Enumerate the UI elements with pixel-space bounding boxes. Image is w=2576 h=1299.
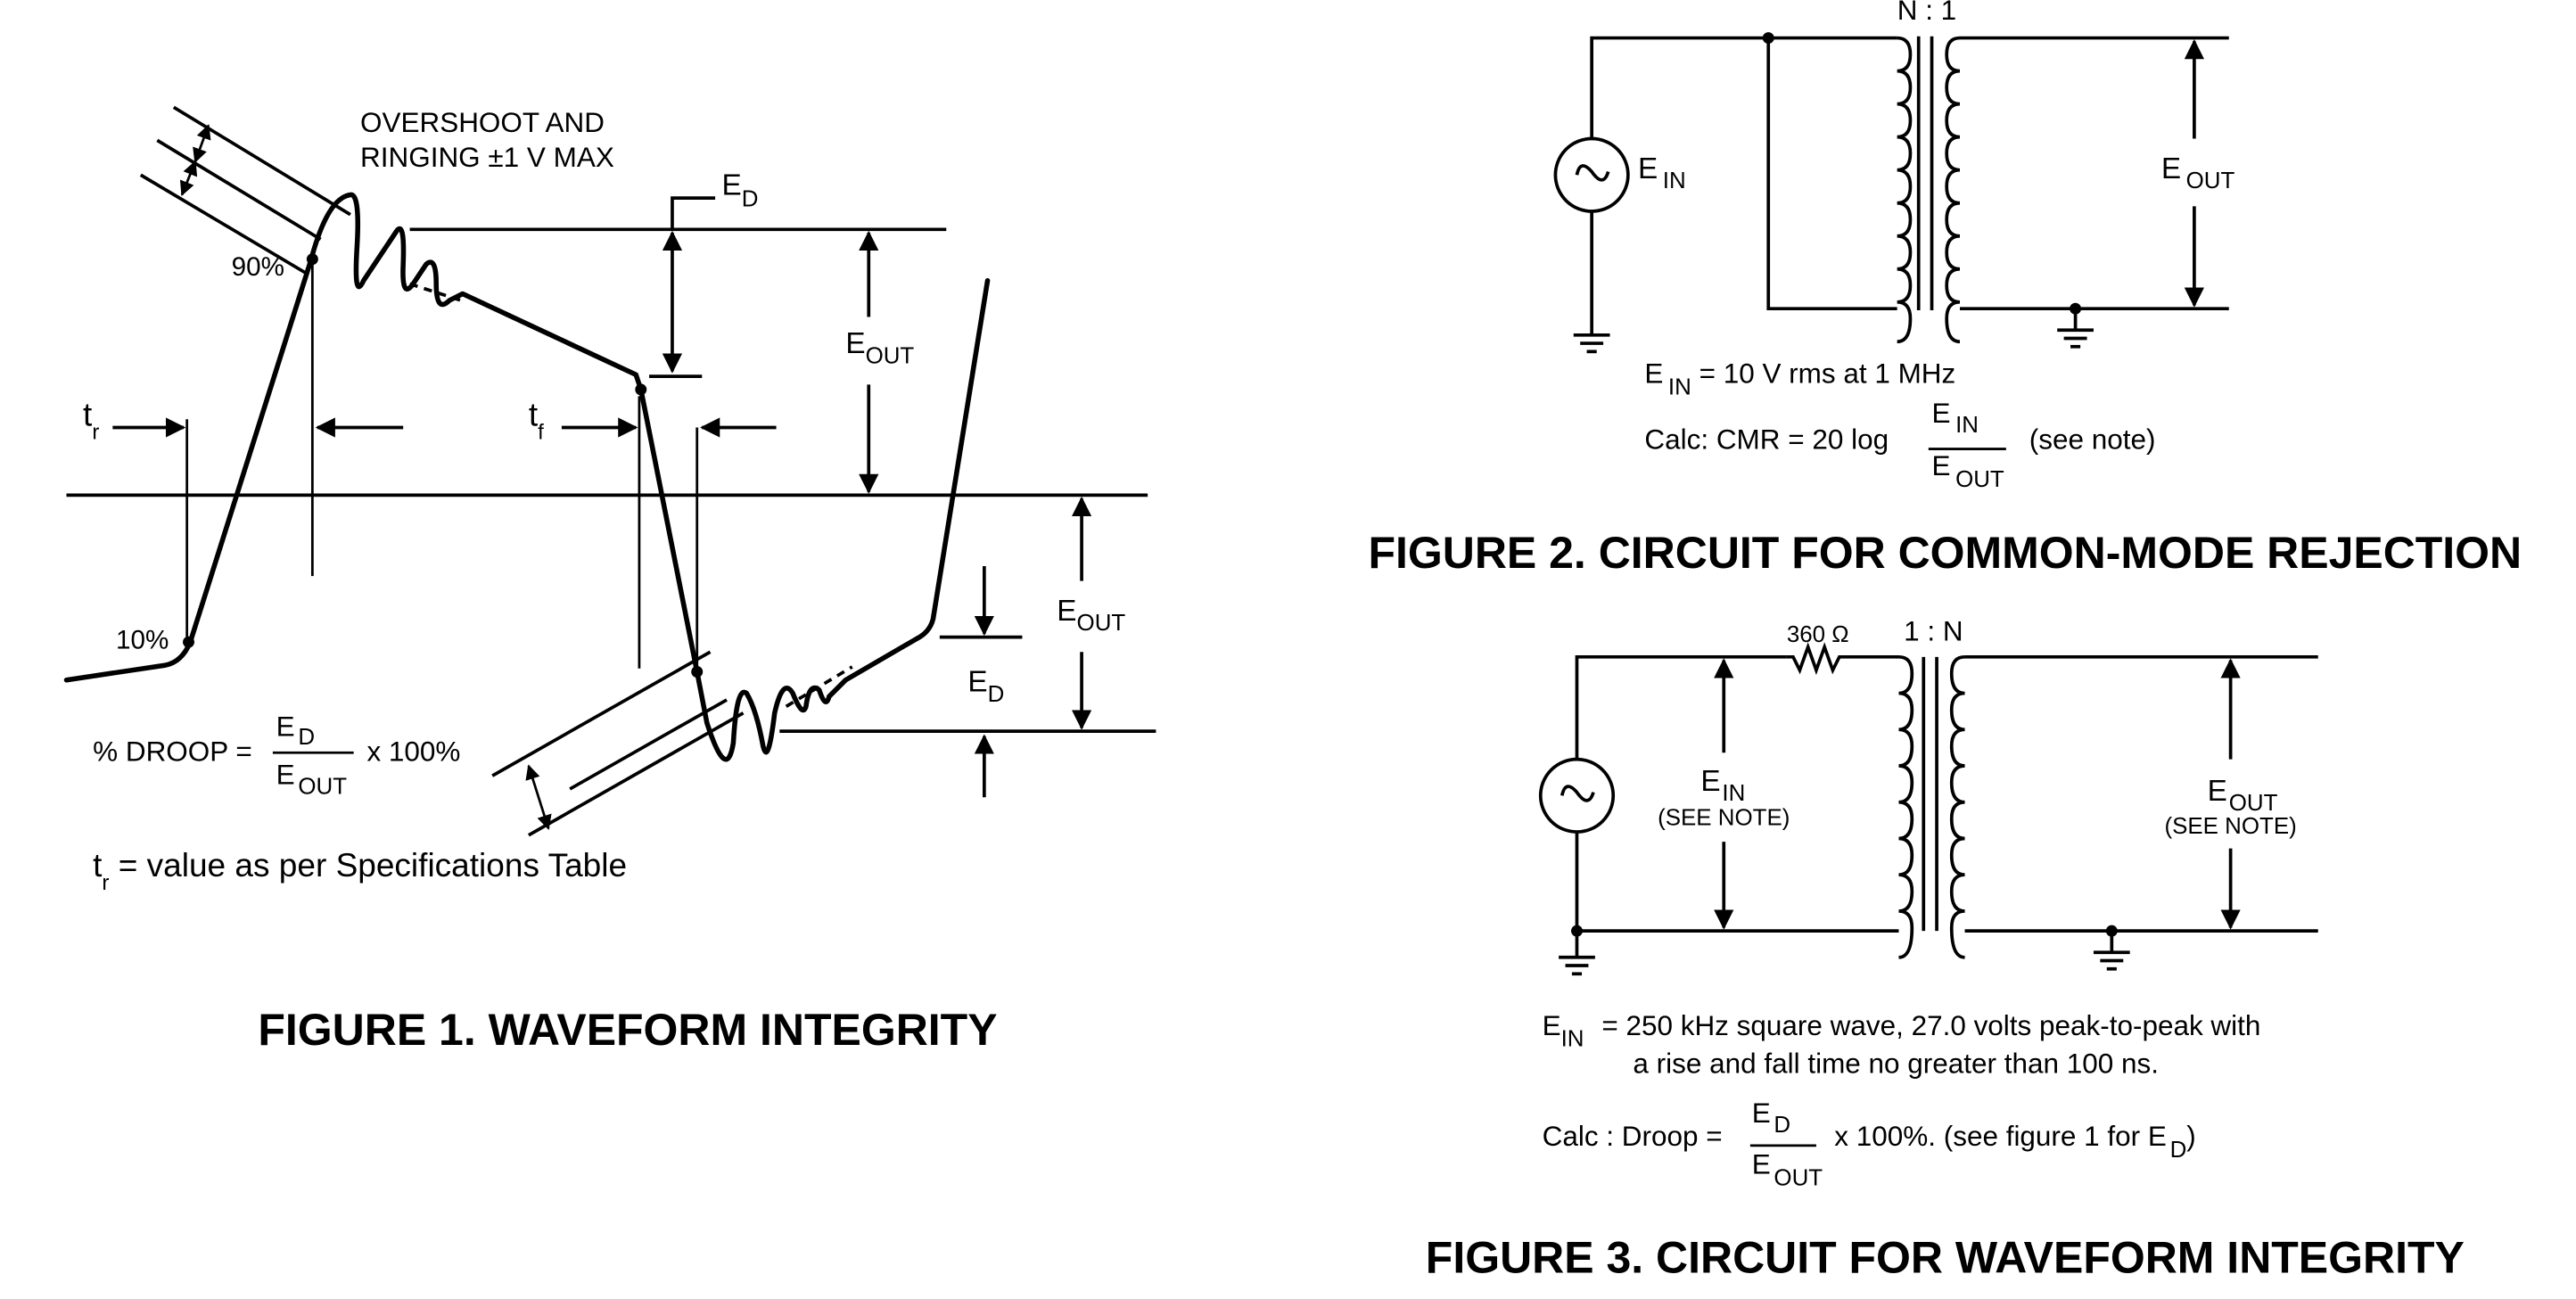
resistor-360-ohm	[1786, 642, 1899, 676]
ninety-percent-label: 90%	[232, 252, 284, 282]
eout-see-note: (SEE NOTE)	[2164, 814, 2296, 839]
primary-return-wire	[1766, 37, 1897, 311]
fall-start-point	[635, 383, 647, 396]
source-top-wire	[1575, 654, 1787, 760]
source-top-wire	[1590, 36, 1897, 139]
overshoot-envelope	[139, 105, 351, 275]
envelope-line-a	[491, 650, 712, 777]
cmr-rhs: (see note)	[2029, 424, 2156, 456]
ed-label-top: ED	[721, 169, 758, 211]
ground-icon	[1559, 955, 1595, 976]
ed-leader-top	[671, 196, 716, 230]
ein-see-note: (SEE NOTE)	[1658, 806, 1790, 831]
waveform-source-note-line1: EIN = 250 kHz square wave, 27.0 volts pe…	[1543, 1010, 2261, 1052]
fall-end-point	[691, 666, 704, 678]
envelope-line-c	[527, 711, 745, 837]
eout-label-bottom: EOUT	[1057, 595, 1125, 636]
turns-ratio-label: 1 : N	[1904, 615, 1963, 646]
ac-source	[1538, 757, 1616, 834]
primary-winding	[1898, 654, 1914, 959]
tr-note: tr = value as per Specifications Table	[93, 846, 627, 895]
figure3-caption: FIGURE 3. CIRCUIT FOR WAVEFORM INTEGRITY	[1426, 1232, 2465, 1282]
secondary-winding	[1945, 36, 1961, 344]
overshoot-arrow-1	[193, 124, 211, 163]
envelope-line-upper	[172, 105, 351, 217]
overshoot-label-line2: RINGING ±1 V MAX	[360, 142, 614, 173]
undershoot-arrow	[525, 764, 552, 830]
figure2-caption: FIGURE 2. CIRCUIT FOR COMMON-MODE REJECT…	[1369, 528, 2523, 578]
overshoot-arrow-2	[179, 160, 198, 197]
figure1-waveform-integrity: OVERSHOOT AND RINGING ±1 V MAX tr tf	[63, 105, 1156, 1055]
ac-source	[1553, 136, 1630, 213]
secondary-winding	[1949, 654, 1965, 959]
overshoot-label-line1: OVERSHOOT AND	[360, 107, 605, 138]
ground-icon	[2093, 950, 2130, 971]
figure1-caption: FIGURE 1. WAVEFORM INTEGRITY	[258, 1005, 997, 1055]
ninety-percent-point	[306, 253, 318, 266]
ground-icon	[1573, 333, 1610, 354]
droop-calc-lhs: Calc : Droop =	[1543, 1121, 1723, 1152]
primary-winding	[1897, 36, 1913, 344]
envelope-line-b	[569, 698, 728, 791]
turns-ratio-label: N : 1	[1897, 0, 1956, 26]
ten-percent-label: 10%	[116, 626, 169, 655]
ed-label-bottom: ED	[967, 666, 1004, 707]
sine-icon	[1560, 785, 1595, 802]
droop-lhs: % DROOP =	[93, 736, 252, 767]
envelope-line-middle	[156, 138, 322, 242]
waveform-source-note-line2: a rise and fall time no greater than 100…	[1633, 1048, 2159, 1079]
resistor-value-label: 360 Ω	[1787, 622, 1849, 647]
ringing-dashed-segment	[409, 282, 467, 304]
sine-icon	[1575, 164, 1610, 182]
cmr-lhs: Calc: CMR = 20 log	[1644, 424, 1889, 456]
undershoot-envelope	[491, 650, 745, 837]
junction-dot	[1571, 925, 1583, 937]
ten-percent-point	[183, 636, 194, 648]
waveform-trace	[63, 192, 991, 762]
eout-label-top: EOUT	[845, 327, 914, 368]
tr-label: tr	[83, 396, 99, 445]
ground-icon	[2057, 328, 2094, 349]
droop-dashed-segment	[785, 665, 853, 708]
droop-rhs: x 100%	[366, 736, 460, 767]
envelope-line-lower	[139, 173, 309, 275]
tf-label: tf	[529, 396, 544, 445]
